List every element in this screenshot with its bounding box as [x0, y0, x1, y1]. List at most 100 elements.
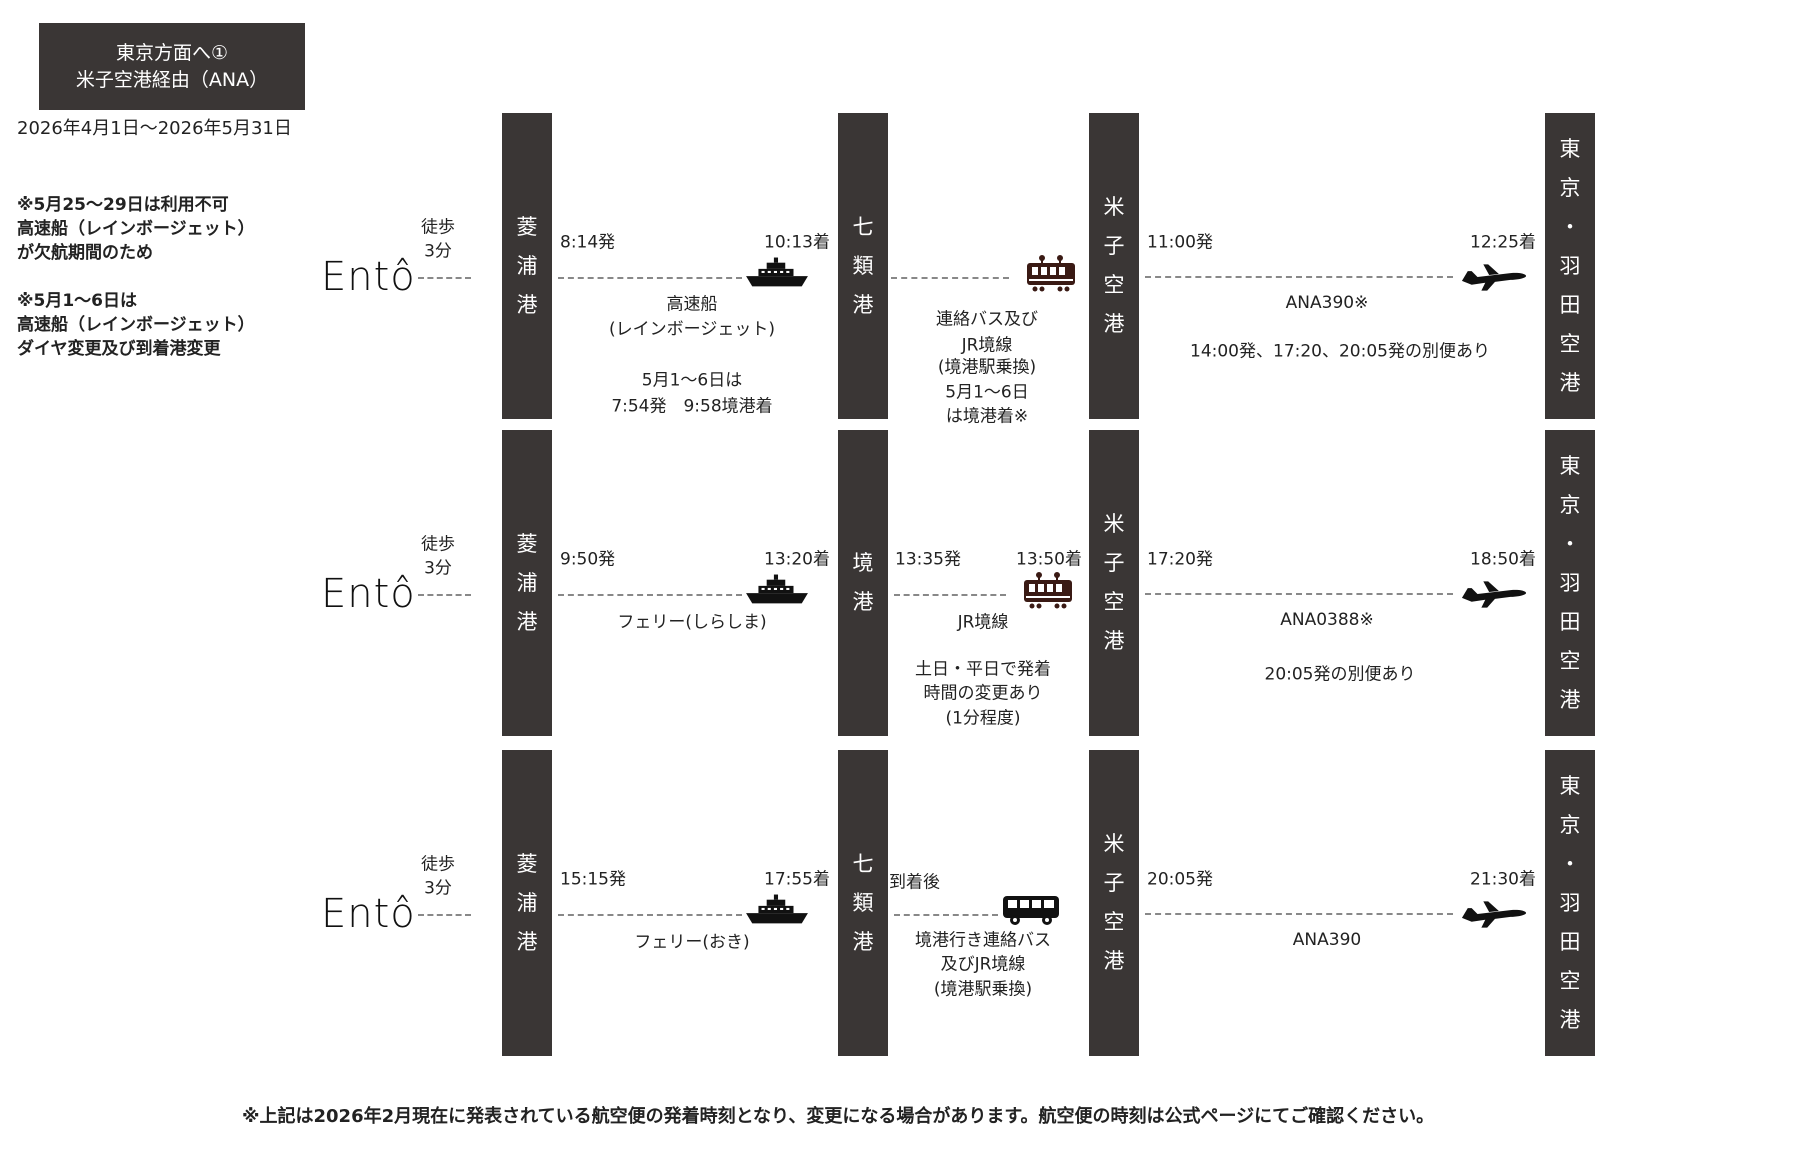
flight-number: ANA390※ — [1285, 293, 1369, 313]
flight-departure: 11:00発 — [1147, 232, 1213, 253]
tokyo-haneda-bar: 東京・羽田空港 — [1545, 430, 1595, 736]
flight-dash-line — [1145, 593, 1453, 595]
port2-bar-char: 七 — [852, 851, 874, 876]
flight-number: ANA390 — [1292, 930, 1362, 950]
port2-bar-char: 類 — [852, 253, 874, 278]
note-line: が欠航期間のため — [17, 243, 153, 263]
transfer-info: JR境線 — [957, 612, 1009, 633]
tokyo-haneda-bar-char: 田 — [1559, 292, 1581, 317]
port2-bar-char: 境 — [852, 551, 874, 575]
port2-bar-char: 港 — [852, 590, 874, 614]
flight-departure: 17:20発 — [1147, 549, 1213, 570]
footer-disclaimer: ※上記は2026年2月現在に発表されている航空便の発着時刻となり、変更になる場合… — [242, 1106, 1435, 1127]
note-line: 高速船（レインボージェット） — [17, 315, 255, 335]
port2-bar: 境港 — [838, 430, 888, 736]
walk-time: 徒歩 — [421, 534, 455, 555]
ship-dash-line — [558, 914, 742, 916]
ship-icon — [744, 894, 810, 926]
transfer-info: (境港駅乗換) — [937, 357, 1037, 378]
ship-departure: 15:15発 — [560, 869, 626, 890]
port-hishiura-bar-char: 港 — [516, 292, 538, 317]
yonago-airport-bar-char: 子 — [1103, 551, 1125, 575]
port2-bar: 七類港 — [838, 113, 888, 419]
ship-name: フェリー(おき) — [634, 932, 750, 953]
transfer-info: 連絡バス及び — [936, 309, 1038, 330]
yonago-airport-bar-char: 米 — [1103, 832, 1125, 856]
walk-dash-line — [418, 594, 471, 596]
tokyo-haneda-bar-char: 東 — [1559, 453, 1581, 478]
ship-note: 7:54発 9:58境港着 — [611, 396, 773, 417]
port-hishiura-bar: 菱浦港 — [502, 113, 552, 419]
yonago-airport-bar-char: 子 — [1103, 871, 1125, 895]
transfer-info: (境港駅乗換) — [933, 979, 1033, 1000]
tokyo-haneda-bar-char: ・ — [1559, 851, 1581, 876]
ship-dash-line — [558, 594, 742, 596]
yonago-airport-bar-char: 港 — [1103, 949, 1125, 973]
tokyo-haneda-bar: 東京・羽田空港 — [1545, 750, 1595, 1056]
ship-name: 高速船 — [666, 294, 718, 315]
plane-icon — [1460, 578, 1528, 608]
port-hishiura-bar-char: 菱 — [516, 214, 538, 239]
route-title: 東京方面へ① — [115, 41, 229, 64]
ship-departure: 9:50発 — [560, 549, 616, 570]
yonago-airport-bar: 米子空港 — [1089, 113, 1139, 419]
walk-time: 3分 — [424, 241, 452, 262]
walk-dash-line — [418, 277, 471, 279]
flight-note: 20:05発の別便あり — [1264, 664, 1416, 685]
walk-time: 徒歩 — [421, 854, 455, 875]
port2-bar: 七類港 — [838, 750, 888, 1056]
ship-note: 5月1～6日は — [641, 370, 743, 391]
ento-logo: Entô — [321, 254, 416, 300]
yonago-airport-bar-char: 米 — [1103, 512, 1125, 536]
tokyo-haneda-bar-char: 空 — [1559, 648, 1581, 673]
tokyo-haneda-bar-char: ・ — [1559, 214, 1581, 239]
yonago-airport-bar-char: 子 — [1103, 234, 1125, 258]
valid-period: 2026年4月1日～2026年5月31日 — [17, 118, 292, 139]
transfer-dash-line — [891, 277, 1009, 279]
transfer-info: 及びJR境線 — [940, 954, 1026, 975]
train-icon — [1021, 570, 1075, 610]
tokyo-haneda-bar-char: 田 — [1559, 609, 1581, 634]
port-hishiura-bar-char: 浦 — [516, 570, 538, 595]
ship-arrival: 13:20着 — [764, 549, 830, 570]
ship-name: (レインボージェット) — [609, 319, 775, 340]
flight-dash-line — [1145, 276, 1453, 278]
notes: ※5月25～29日は利用不可 高速船（レインボージェット） が欠航期間のため ※… — [17, 193, 255, 361]
yonago-airport-bar-char: 米 — [1103, 195, 1125, 219]
transfer-note: 土日・平日で発着 — [915, 659, 1051, 680]
tokyo-haneda-bar-char: 港 — [1559, 370, 1581, 395]
note-line: 高速船（レインボージェット） — [17, 219, 255, 239]
yonago-airport-bar: 米子空港 — [1089, 750, 1139, 1056]
ento-logo: Entô — [321, 571, 416, 617]
port-hishiura-bar: 菱浦港 — [502, 430, 552, 736]
tokyo-haneda-bar-char: 東 — [1559, 773, 1581, 798]
ship-arrival: 10:13着 — [764, 232, 830, 253]
tokyo-haneda-bar-char: 空 — [1559, 331, 1581, 356]
port-hishiura-bar-char: 浦 — [516, 890, 538, 915]
ship-dash-line — [558, 277, 742, 279]
route-title-box: 東京方面へ① 米子空港経由（ANA） — [39, 23, 305, 110]
yonago-airport-bar-char: 空 — [1103, 273, 1125, 297]
tokyo-haneda-bar-char: 羽 — [1559, 890, 1581, 915]
train-departure: 13:35発 — [895, 549, 961, 570]
yonago-airport-bar-char: 空 — [1103, 590, 1125, 614]
tokyo-haneda-bar-char: 京 — [1559, 175, 1581, 200]
port2-bar-char: 港 — [852, 929, 874, 954]
transfer-info: は境港着※ — [945, 406, 1029, 427]
ship-departure: 8:14発 — [560, 232, 616, 253]
ship-icon — [744, 574, 810, 606]
note-line: ダイヤ変更及び到着港変更 — [17, 339, 221, 359]
tokyo-haneda-bar-char: 空 — [1559, 968, 1581, 993]
walk-dash-line — [418, 914, 471, 916]
tokyo-haneda-bar-char: 田 — [1559, 929, 1581, 954]
port-hishiura-bar: 菱浦港 — [502, 750, 552, 1056]
port2-bar-char: 七 — [852, 214, 874, 239]
note-line: ※5月25～29日は利用不可 — [17, 195, 229, 215]
transfer-dash-line — [894, 594, 1006, 596]
yonago-airport-bar-char: 港 — [1103, 312, 1125, 336]
tokyo-haneda-bar-char: 港 — [1559, 687, 1581, 712]
flight-arrival: 18:50着 — [1470, 549, 1536, 570]
